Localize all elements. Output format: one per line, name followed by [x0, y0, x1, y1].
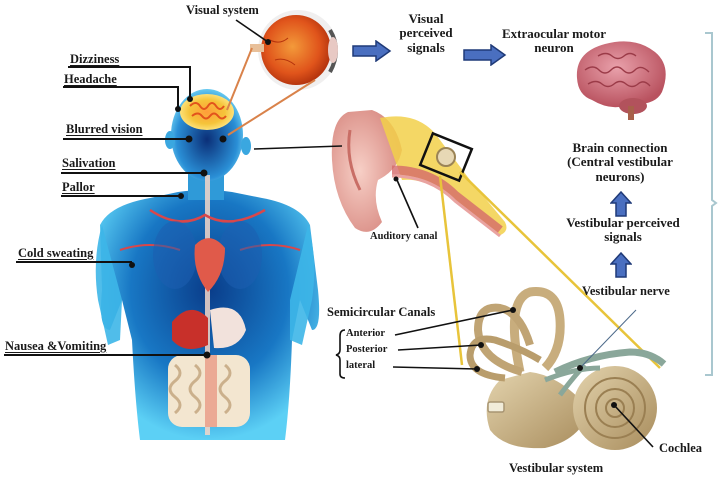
eyeball-illustration: [250, 10, 338, 90]
label-semicircular-canals: Semicircular Canals: [327, 305, 436, 319]
label-auditory-canal: Auditory canal: [370, 231, 438, 242]
label-line: Visual: [408, 11, 444, 26]
label-visual-perceived-signals: Visual perceived signals: [390, 11, 462, 55]
label-vestibular-perceived-signals: Vestibular perceived signals: [555, 215, 691, 245]
label-line: neuron: [534, 40, 574, 56]
label-line: neurons): [595, 168, 645, 184]
label-line: Brain connection: [572, 140, 668, 155]
label-cochlea: Cochlea: [659, 441, 703, 455]
vestibular-system-illustration: [466, 287, 667, 450]
ear-illustration: [331, 110, 507, 238]
label-headache: Headache: [64, 72, 117, 86]
connector-ear-canals: [438, 175, 464, 366]
label-line: signals: [604, 229, 642, 245]
label-line: Extraocular motor: [501, 26, 607, 41]
label-brain-connection: Brain connection (Central vestibular neu…: [555, 140, 685, 184]
canal-bracket: [335, 329, 346, 379]
arrow-up-icon: [610, 191, 632, 217]
symptom-dots: [129, 96, 227, 359]
label-line: perceived: [399, 25, 453, 41]
vestibular-nerve-leader: [579, 309, 637, 369]
connector-ear-nerve: [459, 171, 661, 369]
human-body-illustration: [95, 89, 320, 440]
label-line: signals: [407, 39, 445, 55]
label-canal-anterior: Anterior: [346, 328, 386, 339]
brain-illustration: [576, 41, 666, 120]
label-line: (Central vestibular: [567, 154, 673, 170]
connector-head-eye-lower: [227, 79, 316, 136]
inner-ear-highlight-box: [418, 131, 474, 183]
label-line: Vestibular perceived: [566, 215, 680, 230]
label-canal-lateral: lateral: [346, 360, 376, 371]
label-extraocular-motor-neuron: Extraocular motor neuron: [484, 26, 624, 56]
anatomy-leader-lines: [235, 19, 654, 448]
arrow-right-icon: [352, 40, 392, 62]
arrow-up-icon: [610, 252, 632, 278]
label-dizziness: Dizziness: [70, 52, 120, 66]
label-canal-posterior: Posterior: [346, 344, 388, 355]
label-vestibular-system: Vestibular system: [509, 461, 604, 475]
symptom-leader-lines: [4, 66, 207, 356]
label-blurred-vision: Blurred vision: [66, 122, 143, 136]
label-vestibular-nerve: Vestibular nerve: [582, 284, 670, 298]
label-salivation: Salivation: [62, 156, 116, 170]
label-pallor: Pallor: [62, 180, 95, 194]
connector-head-eye-upper: [226, 47, 253, 111]
vestibular-pathway-bracket: [705, 32, 718, 376]
arrow-right-icon: [463, 44, 507, 66]
label-nausea-vomiting: Nausea &Vomiting: [5, 339, 107, 353]
label-cold-sweating: Cold sweating: [18, 246, 94, 260]
label-visual-system: Visual system: [186, 3, 259, 17]
